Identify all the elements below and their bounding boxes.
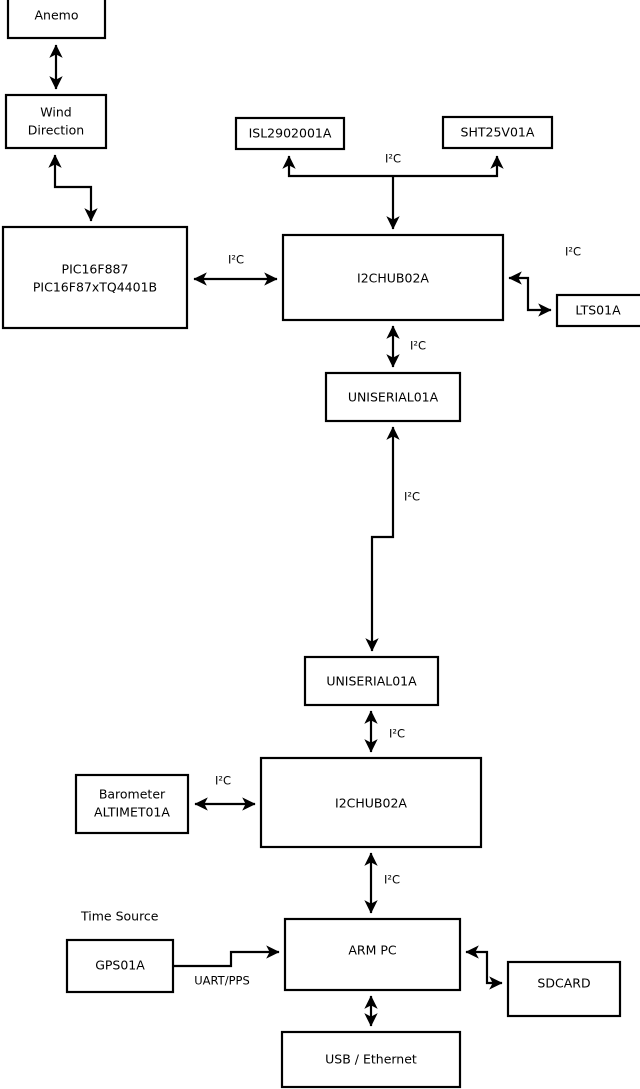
node-uniserial01a-upper[interactable]: UNISERIAL01A [324,371,462,423]
node-i2chub02a-top[interactable]: I2CHUB02A [281,233,505,322]
node-box[interactable] [280,1030,462,1089]
connection-pic-hub: I²C [193,253,278,286]
node-lts01a[interactable]: LTS01A [555,293,640,328]
arrow-bidirectional-elbow [508,271,552,317]
node-label-isl: ISL2902001A [249,126,332,141]
node-box[interactable] [259,756,483,849]
connection-pic-wind [48,154,98,222]
node-box[interactable] [65,938,175,994]
node-label-pic-line2: PIC16F87xTQ4401B [33,280,157,295]
edge-label-pic-hub: I²C [228,253,244,267]
label-time-source: Time Source [80,909,159,924]
connection-hub-armpc: I²C [364,852,400,914]
node-box[interactable] [324,371,462,423]
node-box[interactable] [4,93,108,150]
node-label-hub-lower: I2CHUB02A [335,796,407,811]
node-gps01a[interactable]: GPS01A [65,938,175,994]
node-box[interactable] [234,116,346,151]
connection-armpc-sdcard [465,945,503,990]
node-isl2902001a[interactable]: ISL2902001A [234,116,346,151]
connection-gps-armpc: UART/PPS [173,945,280,988]
node-box[interactable] [303,655,440,707]
node-barometer[interactable]: Barometer ALTIMET01A [74,773,190,835]
node-label-anemo: Anemo [35,8,79,23]
node-box[interactable] [555,293,640,328]
edge-label-hub-armpc: I²C [384,873,400,887]
node-i2chub02a-lower[interactable]: I2CHUB02A [259,756,483,849]
connection-barometer-hub: I²C [194,774,256,811]
edge-label-hub-uniserial: I²C [410,339,426,353]
node-label-sht: SHT25V01A [461,125,535,140]
edge-label-gps-armpc: UART/PPS [194,974,250,988]
arrow-bidirectional-elbow [48,154,98,222]
node-sht25v01a[interactable]: SHT25V01A [441,115,554,150]
node-label-sdcard: SDCARD [537,976,590,991]
edge-label-uniserial-link: I²C [404,490,420,504]
node-label-uniserial-lower: UNISERIAL01A [326,674,417,689]
node-label-barometer-line2: ALTIMET01A [94,805,170,820]
node-label-gps: GPS01A [95,958,145,973]
connection-hub-sensors-bus: I²C [282,152,504,230]
connection-uniserial-uniserial: I²C [365,426,420,652]
node-label-pic-line1: PIC16F887 [62,262,129,277]
node-box[interactable] [1,225,189,330]
edge-label-uni-hub-low: I²C [389,727,405,741]
node-anemo[interactable]: Anemo [6,0,107,40]
node-box[interactable] [281,233,505,322]
node-pic-mcu[interactable]: PIC16F887 PIC16F87xTQ4401B [1,225,189,330]
node-label-hub-top: I2CHUB02A [357,271,429,286]
node-label-wind-line1: Wind [40,105,71,120]
edge-label-hub-lts: I²C [565,245,581,259]
node-label-barometer-line1: Barometer [99,787,166,802]
arrow-bidirectional-elbow [365,426,400,652]
edge-label-baro-hub: I²C [215,774,231,788]
connection-uniserial-hub-low: I²C [364,710,405,753]
arrow-bidirectional-elbow [465,945,503,990]
node-label-uniserial-upper: UNISERIAL01A [348,390,439,405]
node-label-arm-pc: ARM PC [348,943,397,958]
node-wind-direction[interactable]: Wind Direction [4,93,108,150]
node-box[interactable] [74,773,190,835]
node-label-usb-ethernet: USB / Ethernet [325,1052,417,1067]
node-label-wind-line2: Direction [28,123,84,138]
node-box[interactable] [283,917,462,992]
edge-label-sensor-bus: I²C [385,152,401,166]
node-label-lts: LTS01A [575,303,621,318]
node-box[interactable] [6,0,107,40]
node-arm-pc[interactable]: ARM PC [283,917,462,992]
connection-hub-uniserial: I²C [386,325,426,368]
node-uniserial01a-lower[interactable]: UNISERIAL01A [303,655,440,707]
connection-hub-lts: I²C [508,245,581,317]
node-sdcard[interactable]: SDCARD [506,960,622,1018]
node-usb-ethernet[interactable]: USB / Ethernet [280,1030,462,1089]
arrow-directed-elbow [173,945,280,968]
node-box[interactable] [506,960,622,1018]
node-box[interactable] [441,115,554,150]
